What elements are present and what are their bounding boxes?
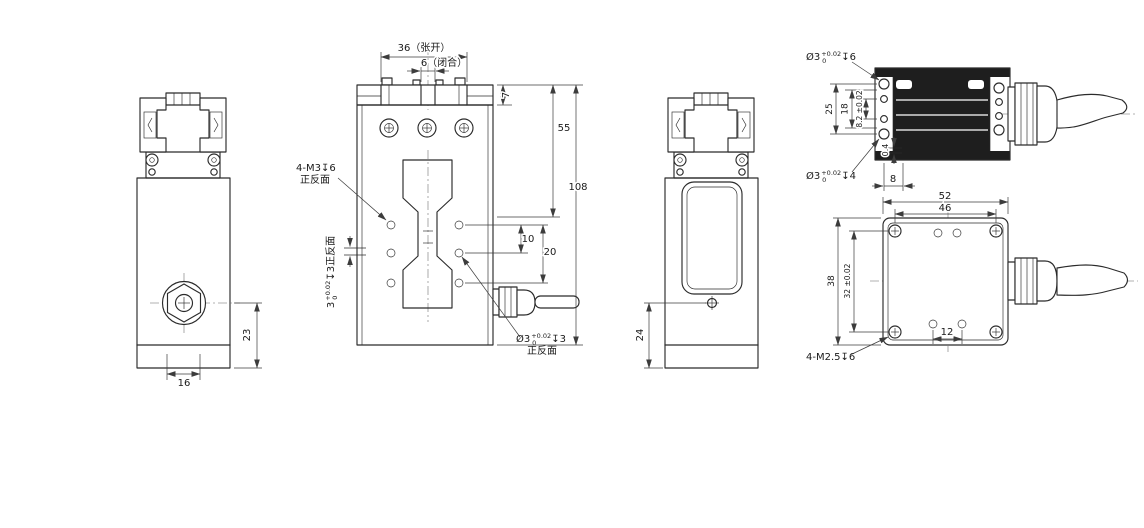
dim-top-8: 8 [890, 174, 896, 185]
bottom-body [882, 217, 1009, 346]
front-view: 36（张开） 6（闭合） 7 55 108 10 20 4-M3↧6 正反面 [296, 41, 589, 358]
dim-bottom-12: 12 [941, 327, 954, 338]
top-plate [356, 84, 494, 106]
note-slot-depth: 3+0.020↧3正反面 [324, 236, 339, 308]
dim-jaw-open: 36（张开） [398, 42, 451, 54]
right-side-view: 24 [634, 92, 759, 369]
cable-top [1056, 93, 1128, 129]
dim-hole-10: 10 [522, 234, 535, 245]
note-pin-hole-line2: 正反面 [527, 345, 557, 357]
bottom-view: 52 46 38 32 ±0.02 12 4-M2.5↧6 [806, 190, 1138, 363]
cable-gland-top [1007, 82, 1128, 146]
housing-dark-face [893, 77, 990, 151]
dim-hole-20: 20 [544, 247, 557, 258]
dim-top-25: 25 [825, 103, 835, 114]
dim-top-04: 0.4 [881, 144, 890, 157]
note-m25: 4-M2.5↧6 [806, 352, 855, 363]
cable-gland-front [492, 286, 580, 318]
dim-bottom-32: 32 ±0.02 [843, 263, 852, 298]
dim-top-82: 8.2 ±0.02 [855, 90, 864, 128]
hex-fitting [150, 273, 240, 333]
mounting-screws [379, 118, 474, 138]
dim-bottom-46: 46 [939, 203, 952, 214]
dim-jaw-height: 7 [501, 92, 512, 98]
cable-front [534, 295, 580, 309]
left-side-view: 23 16 [136, 92, 262, 389]
dim-total-108: 108 [568, 182, 587, 193]
dim-bottom-24: 24 [635, 329, 646, 342]
dim-side-height: 23 [242, 329, 253, 342]
side-window [681, 181, 743, 295]
dim-bottom-52: 52 [939, 191, 952, 202]
dim-side-width: 16 [178, 378, 191, 389]
cable-bottom [1056, 264, 1129, 296]
note-m3-line1: 4-M3↧6 [296, 163, 336, 174]
dim-bottom-38: 38 [827, 275, 837, 287]
cable-gland-bottom [1007, 257, 1129, 305]
corner-screws [888, 224, 1003, 339]
center-slot [402, 159, 453, 309]
dim-upper-55: 55 [558, 123, 571, 134]
dim-jaw-closed: 6（闭合） [421, 56, 467, 69]
dim-top-18: 18 [841, 103, 851, 115]
note-m3-line2: 正反面 [300, 174, 330, 186]
